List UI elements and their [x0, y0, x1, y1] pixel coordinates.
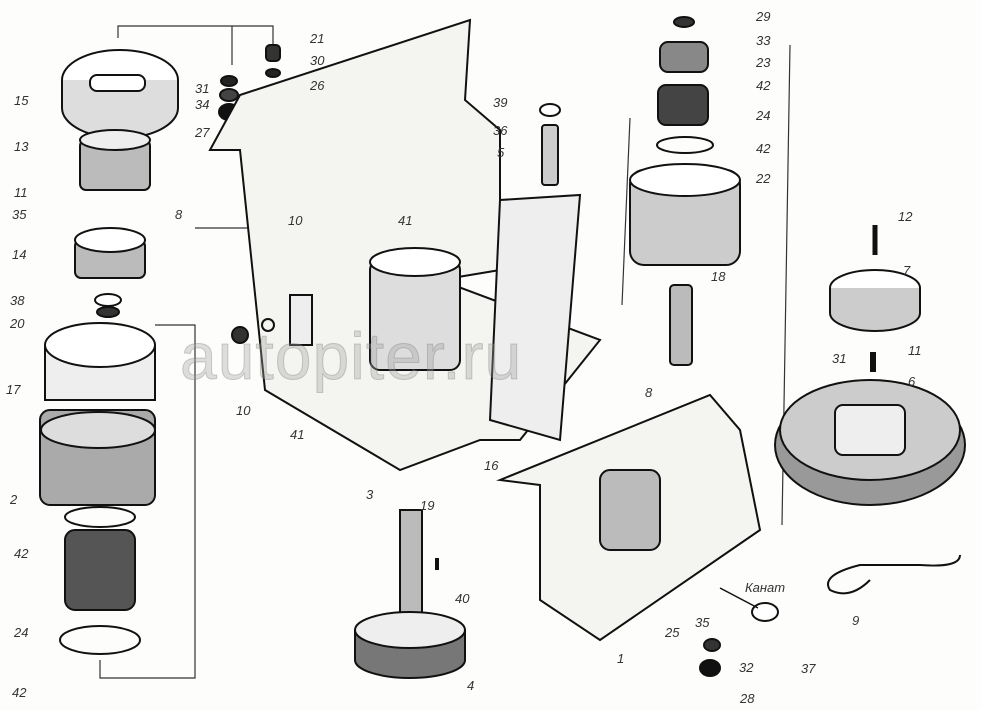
callout-33: 33: [756, 33, 771, 48]
callout-42-right: 42: [756, 78, 771, 93]
callout-38: 38: [10, 293, 25, 308]
ring-42b: [59, 625, 141, 655]
callout-42: 42: [14, 546, 29, 561]
shaft-4: [399, 509, 423, 626]
callout-22: 22: [756, 171, 771, 186]
callout-25: 25: [665, 625, 680, 640]
callout-24: 24: [14, 625, 29, 640]
callout-42-bottom: 42: [12, 685, 27, 700]
cap-part-15: [61, 49, 179, 139]
callout-20: 20: [10, 316, 25, 331]
part-14: [74, 227, 146, 279]
callout-41: 41: [398, 213, 413, 228]
callout-1: 1: [617, 651, 625, 666]
drum-part-2: [39, 409, 156, 506]
callout-32: 32: [739, 660, 754, 675]
ring-42: [64, 506, 136, 528]
callout-35-right: 35: [695, 615, 710, 630]
callout-19: 19: [420, 498, 435, 513]
ring-20: [96, 306, 120, 318]
callout-36: 36: [493, 123, 508, 138]
callout-8: 8: [175, 207, 183, 222]
callout-11-right: 11: [908, 343, 922, 358]
callout-28: 28: [740, 691, 755, 706]
callout-41-lower: 41: [290, 427, 305, 442]
spring-9: [827, 554, 961, 595]
callout-21: 21: [310, 31, 325, 46]
drum-part-17: [44, 322, 156, 401]
washer-30: [265, 68, 281, 78]
callout-4: 4: [467, 678, 475, 693]
bushing-21: [265, 44, 281, 62]
callout-17: 17: [6, 382, 21, 397]
callout-8-right: 8: [645, 385, 653, 400]
watermark: autopiter.ru: [179, 319, 523, 394]
callout-37: 37: [801, 661, 816, 676]
callout-34: 34: [195, 97, 210, 112]
washer-38: [94, 293, 122, 307]
callout-12: 12: [898, 209, 913, 224]
callout-26: 26: [310, 78, 325, 93]
callout-10: 10: [288, 213, 303, 228]
callout-6: 6: [908, 374, 916, 389]
callout-35: 35: [12, 207, 27, 222]
shaft-18: [669, 284, 693, 366]
callout-kanat: Канат: [745, 580, 786, 595]
callout-30: 30: [310, 53, 325, 68]
pin-5: [541, 124, 559, 186]
callout-13: 13: [14, 139, 29, 154]
callout-2: 2: [10, 492, 18, 507]
callout-15: 15: [14, 93, 29, 108]
callout-7: 7: [903, 263, 911, 278]
callout-9: 9: [852, 613, 860, 628]
callout-10-lower: 10: [236, 403, 251, 418]
bearings-24: [64, 529, 136, 611]
callout-3: 3: [366, 487, 374, 502]
callout-24-right: 24: [756, 108, 771, 123]
callout-42-right-lower: 42: [756, 141, 771, 156]
callout-16: 16: [484, 458, 499, 473]
callout-14: 14: [12, 247, 27, 262]
gear-part-13: [79, 129, 151, 191]
callout-31: 31: [195, 81, 210, 96]
callout-18: 18: [711, 269, 726, 284]
callout-39: 39: [493, 95, 508, 110]
callout-40: 40: [455, 591, 470, 606]
callout-11: 11: [14, 185, 28, 200]
ring-37: [751, 602, 779, 622]
callout-31-right: 31: [832, 351, 847, 366]
callout-5: 5: [497, 145, 505, 160]
callout-23: 23: [756, 55, 771, 70]
callout-29: 29: [756, 9, 771, 24]
callout-27: 27: [195, 125, 210, 140]
